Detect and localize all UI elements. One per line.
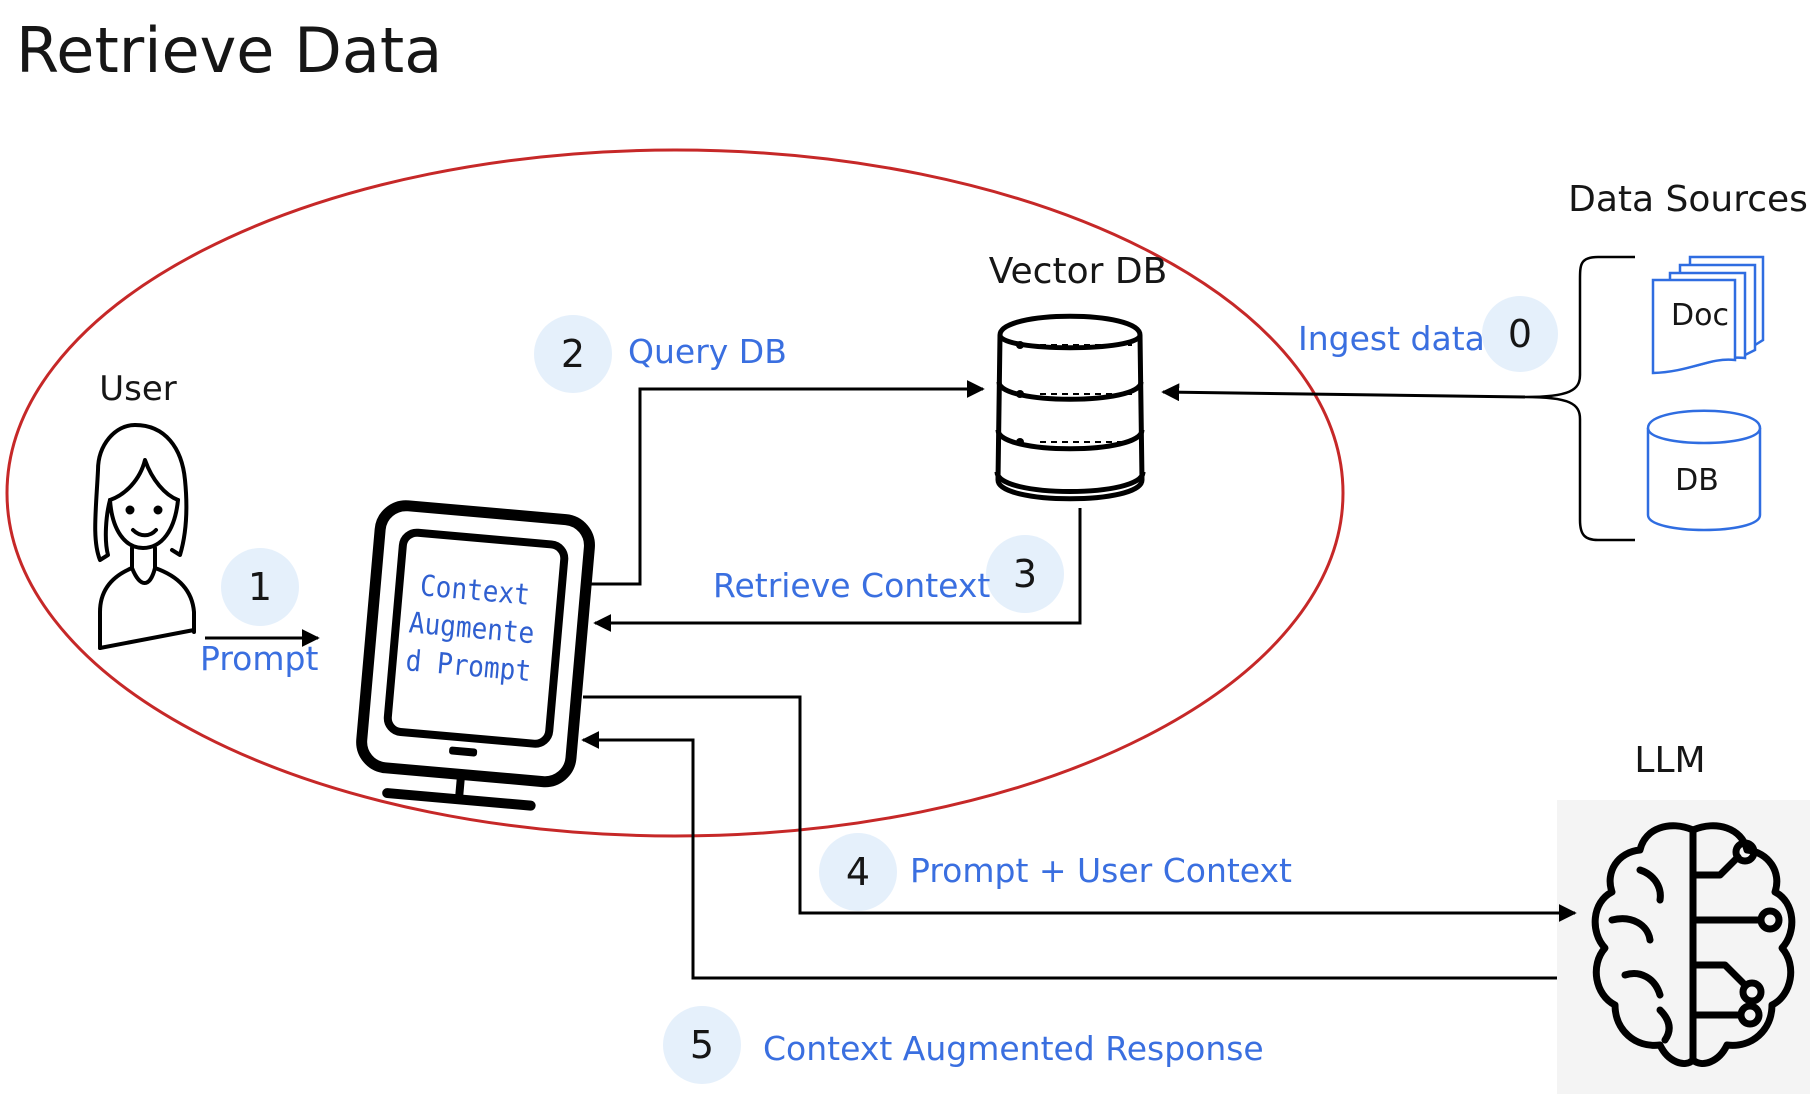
step-0-label: Ingest data <box>1298 319 1485 358</box>
ingest-data-arrow <box>1161 383 1526 402</box>
screen-line-1: Context <box>419 568 532 612</box>
page-title: Retrieve Data <box>16 14 443 87</box>
step-3-badge <box>986 535 1064 613</box>
source-db-icon <box>1646 409 1762 532</box>
doc-icon <box>1651 255 1765 375</box>
source-db-label: DB <box>1675 463 1719 498</box>
step-5-label: Context Augmented Response <box>763 1029 1264 1068</box>
doc-label: Doc <box>1671 298 1729 333</box>
llm-icon-bg <box>1557 800 1810 1094</box>
vector-db-label: Vector DB <box>989 251 1168 292</box>
computer-monitor-icon: Context Augmente d Prompt <box>356 500 595 811</box>
prompt-user-context-arrow <box>583 695 1577 922</box>
step-0-number: 0 <box>1508 312 1532 356</box>
data-sources-brace <box>1524 255 1635 542</box>
step-2-label: Query DB <box>628 332 787 371</box>
step-4-number: 4 <box>846 850 870 894</box>
user-label: User <box>99 369 177 409</box>
step-2-number: 2 <box>561 332 585 376</box>
step-1-label: Prompt <box>200 639 318 678</box>
step-4-badge <box>819 833 897 911</box>
data-sources-label: Data Sources <box>1568 179 1808 220</box>
step-1-badge <box>221 548 299 626</box>
vector-db-icon <box>994 313 1146 502</box>
user-icon <box>93 423 196 650</box>
screen-line-3: d Prompt <box>404 643 532 689</box>
step-5-number: 5 <box>690 1023 714 1067</box>
step-3-number: 3 <box>1013 552 1037 596</box>
step-0-badge <box>1482 296 1558 372</box>
step-4-label: Prompt + User Context <box>910 851 1292 890</box>
step-3-label: Retrieve Context <box>713 566 990 605</box>
llm-label: LLM <box>1634 740 1705 781</box>
step-5-badge <box>663 1006 741 1084</box>
process-boundary-ellipse <box>5 148 1345 838</box>
augmented-response-arrow <box>581 731 1557 980</box>
step-2-badge <box>534 315 612 393</box>
retrieve-context-arrow <box>593 508 1082 632</box>
brain-icon <box>1591 822 1796 1067</box>
query-db-arrow <box>590 380 985 586</box>
step-1-number: 1 <box>248 565 272 609</box>
